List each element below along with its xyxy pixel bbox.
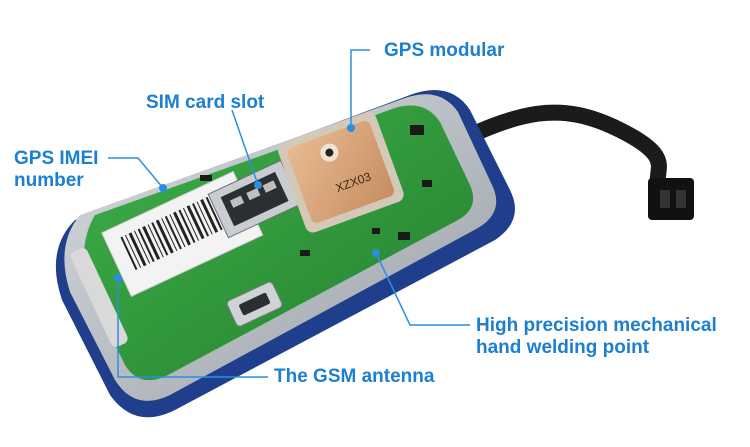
label-gps-imei-line2: number — [14, 170, 84, 191]
gps-antenna-module: XZX03 — [277, 112, 404, 233]
gsm-antenna-strip — [70, 248, 128, 347]
label-welding-line2: hand welding point — [476, 337, 650, 358]
label-welding-line1: High precision mechanical — [476, 315, 717, 336]
cable-connector — [648, 178, 694, 220]
label-gps-imei-line1: GPS IMEI — [14, 148, 99, 169]
label-sim-card-slot: SIM card slot — [146, 92, 265, 113]
callout-lines — [108, 49, 470, 378]
callout-imei — [108, 157, 164, 189]
usb-port — [226, 281, 283, 327]
callout-welding — [375, 252, 470, 326]
label-gps-imei: GPS IMEI number — [14, 148, 98, 192]
power-cable — [432, 104, 668, 198]
callout-gsm — [117, 278, 268, 378]
callout-gps-modular — [350, 49, 370, 128]
label-welding-point: High precision mechanical hand welding p… — [476, 315, 717, 359]
label-gps-modular: GPS modular — [384, 40, 505, 61]
callout-sim-slot — [231, 109, 259, 186]
label-gsm-antenna: The GSM antenna — [274, 366, 435, 387]
